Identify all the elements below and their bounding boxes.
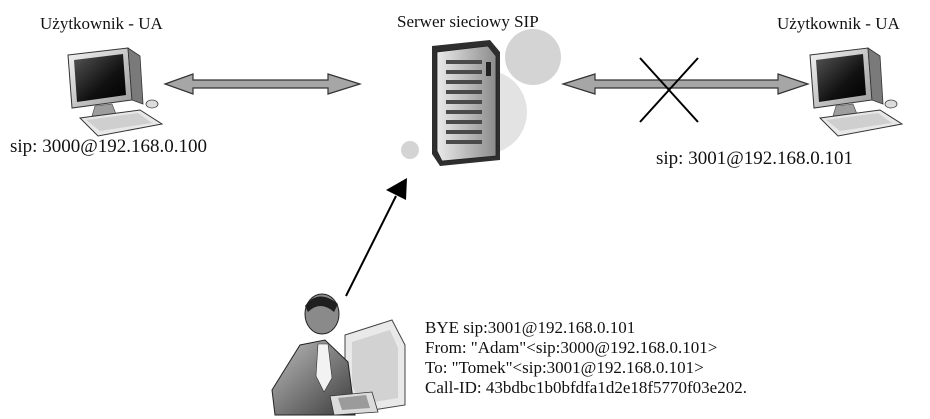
left-user-address: sip: 3000@192.168.0.100 xyxy=(10,136,207,157)
left-link-arrow xyxy=(163,73,363,95)
server-rack-icon xyxy=(401,29,561,166)
server-title: Serwer sieciowy SIP xyxy=(397,12,539,31)
from-header-line: From: "Adam"<sip:3000@192.168.0.101> xyxy=(425,338,718,357)
bye-request-line: BYE sip:3001@192.168.0.101 xyxy=(425,318,636,337)
attack-arrow xyxy=(345,178,407,297)
to-header-line: To: "Tomek"<sip:3001@192.168.0.101> xyxy=(425,358,704,377)
left-computer-icon xyxy=(67,47,164,137)
call-id-line: Call-ID: 43bdbc1b0bfdfa1d2e18f5770f03e20… xyxy=(425,378,747,397)
right-computer-icon xyxy=(809,47,904,137)
left-user-title: Użytkownik - UA xyxy=(40,14,163,33)
right-user-address: sip: 3001@192.168.0.101 xyxy=(656,148,853,169)
right-link-arrow xyxy=(560,73,810,95)
right-user-title: Użytkownik - UA xyxy=(777,14,900,33)
cross-mark-icon xyxy=(639,57,699,123)
attacker-person-icon xyxy=(271,293,406,416)
bye-message-block: BYE sip:3001@192.168.0.101 From: "Adam"<… xyxy=(425,318,747,398)
